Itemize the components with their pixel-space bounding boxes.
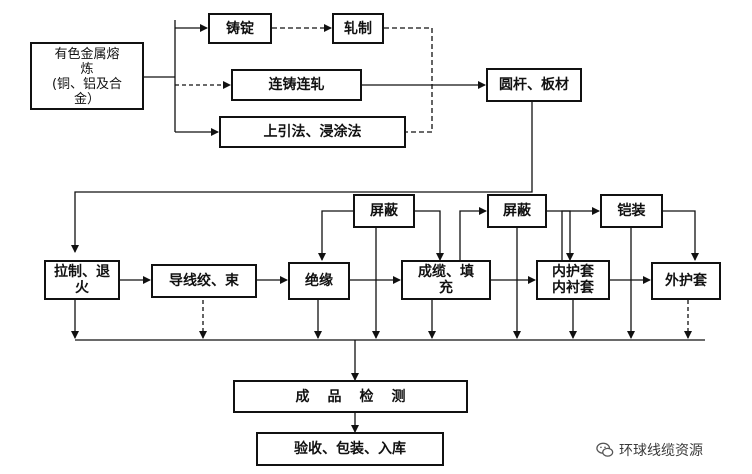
node-drawing-annealing: 拉制、退 火 [44,260,120,300]
node-conductor-stranding: 导线绞、束 [151,264,257,298]
wechat-icon [596,442,614,457]
source-line-1: 有色金属熔 [54,47,120,62]
node-shielding-1: 屏蔽 [353,194,415,228]
source-line-2: 炼 [80,62,94,77]
node-cabling-filling: 成缆、填 充 [401,260,491,300]
node-armouring: 铠装 [600,194,663,228]
drawing-line-1: 拉制、退 [54,264,110,280]
final-inspection-label: 成品检测 [295,388,424,405]
watermark-text: 环球线缆资源 [619,443,703,459]
source-line-3: (铜、铝及合 [51,77,123,92]
inner-sheath-line-1: 内护套 [552,264,594,280]
node-continuous-cast-roll: 连铸连轧 [231,69,362,101]
node-outer-sheath: 外护套 [651,262,721,300]
cabling-line-2: 充 [439,280,453,296]
node-rod-and-plate: 圆杆、板材 [486,68,582,102]
node-acceptance-packing-storage: 验收、包装、入库 [256,432,444,466]
node-upcast-dip-coating: 上引法、浸涂法 [219,116,406,148]
watermark: 环球线缆资源 [596,438,746,462]
node-insulation: 绝缘 [288,262,350,300]
source-box-nonferrous-smelting: 有色金属熔 炼 (铜、铝及合 金） [30,42,144,110]
drawing-line-2: 火 [75,280,89,296]
node-casting-ingot: 铸锭 [208,13,272,44]
source-line-4: 金） [73,92,100,107]
node-inner-sheath-bedding: 内护套 内衬套 [536,260,610,300]
node-shielding-2: 屏蔽 [487,194,547,228]
inner-sheath-line-2: 内衬套 [552,280,594,296]
node-final-inspection: 成品检测 [233,380,468,413]
node-rolling: 轧制 [332,13,384,44]
cabling-line-1: 成缆、填 [418,264,474,280]
